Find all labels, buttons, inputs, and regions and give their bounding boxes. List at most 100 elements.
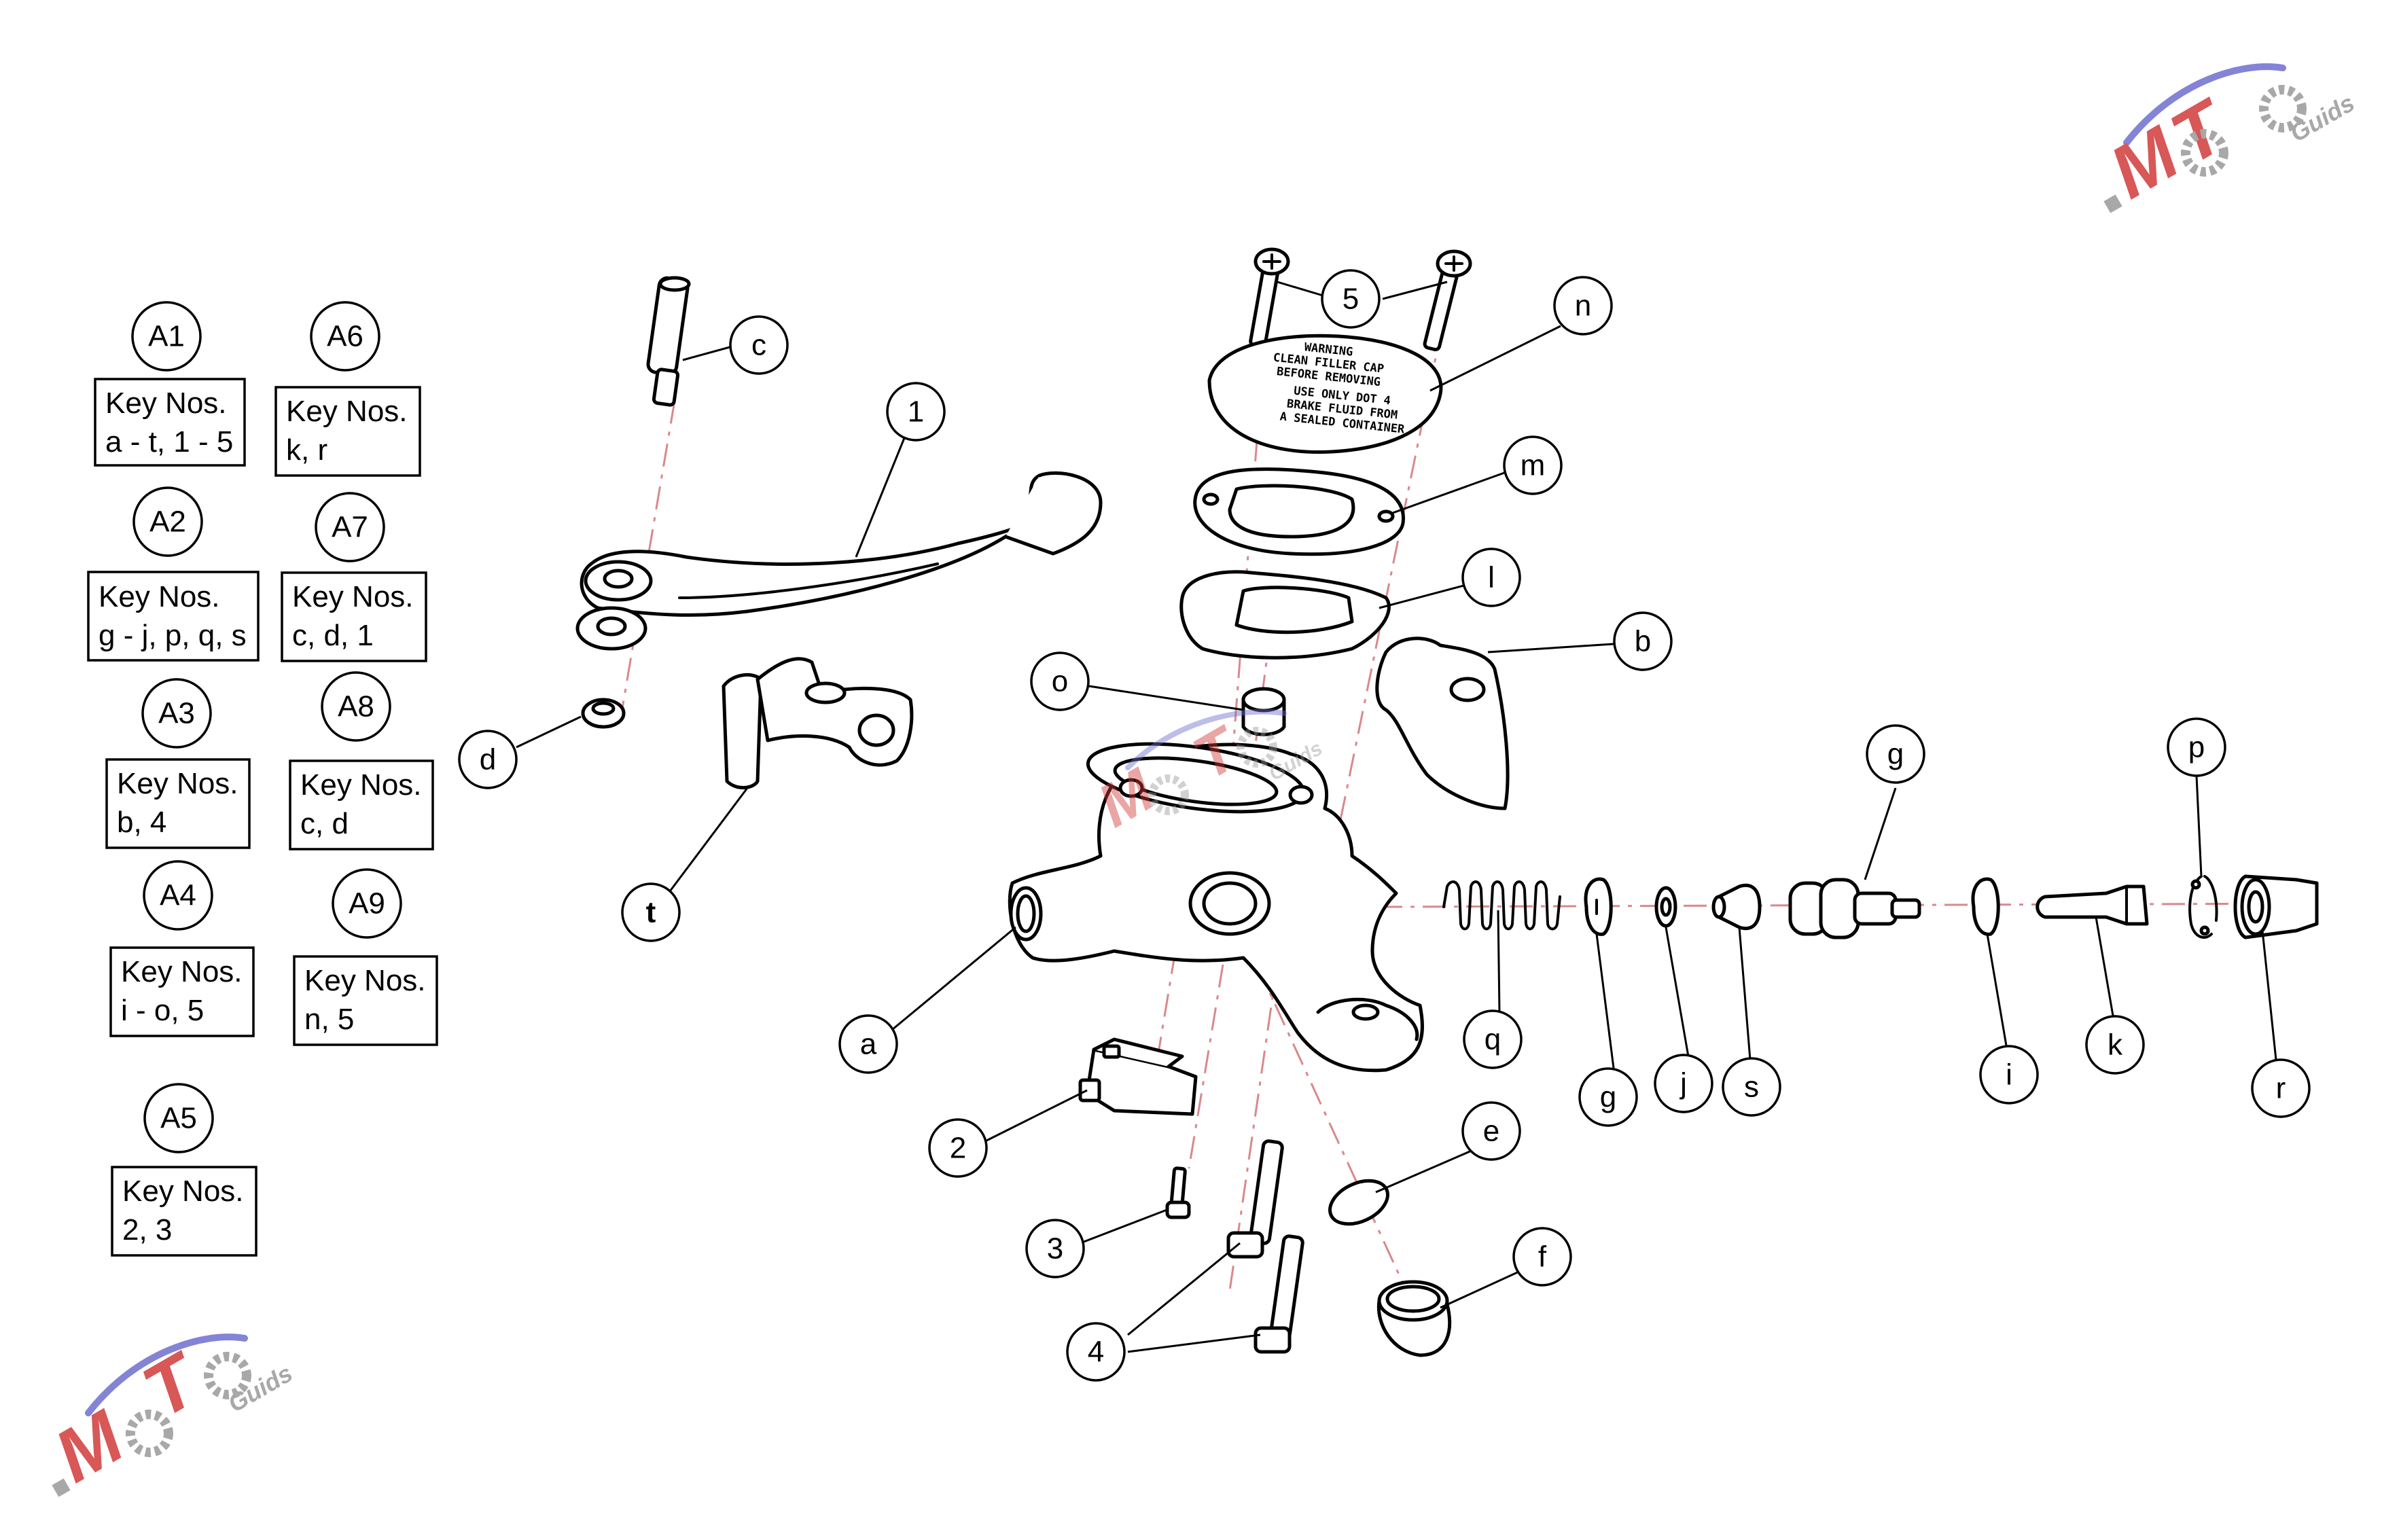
- svg-text:3: 3: [1047, 1232, 1063, 1266]
- svg-text:p: p: [2188, 731, 2205, 764]
- legend-entry-a7: A7 Key Nos. c, d, 1: [281, 492, 427, 662]
- svg-text:o: o: [1052, 665, 1068, 698]
- svg-text:j: j: [1679, 1067, 1687, 1100]
- callout-3: 3: [1025, 1219, 1085, 1278]
- svg-text:g: g: [1887, 738, 1904, 771]
- callout-l: l: [1461, 548, 1521, 607]
- legend-keys: n, 5: [304, 1003, 354, 1036]
- part-q-spring: [1442, 880, 1561, 931]
- legend-keys: c, d: [300, 807, 349, 840]
- callout-r: r: [2251, 1058, 2311, 1118]
- part-k-push-rod: [2036, 884, 2149, 926]
- part-p-circlip: [2188, 875, 2218, 939]
- part-j-washer: [1654, 886, 1677, 928]
- callout-a: a: [838, 1014, 898, 1074]
- legend-key-label: Key Nos.: [117, 767, 238, 800]
- legend-id: A3: [158, 697, 195, 730]
- svg-text:4: 4: [1088, 1336, 1104, 1369]
- callout-h: g: [1578, 1067, 1638, 1127]
- callout-m: m: [1503, 435, 1563, 495]
- part-i-cup: [1971, 877, 2000, 936]
- part-m-diaphragm-plate: [1193, 467, 1406, 556]
- legend-keys: g - j, p, q, s: [99, 619, 247, 652]
- legend-id: A7: [332, 511, 368, 544]
- legend-keys: i - o, 5: [121, 994, 204, 1027]
- svg-text:c: c: [751, 329, 766, 362]
- legend-key-label: Key Nos.: [292, 580, 414, 613]
- part-3-small-screw: [1165, 1166, 1191, 1219]
- watermark-logo-bottom-left: M T Guids: [41, 1333, 297, 1499]
- legend-keys: a - t, 1 - 5: [105, 425, 233, 459]
- part-n-reservoir-cap: WARNING CLEAN FILLER CAP BEFORE REMOVING…: [1207, 334, 1443, 454]
- callout-p: p: [2167, 717, 2226, 777]
- legend-key-label: Key Nos.: [122, 1175, 244, 1208]
- part-d-bush: [581, 698, 626, 729]
- svg-text:n: n: [1575, 289, 1591, 323]
- svg-text:e: e: [1483, 1115, 1499, 1148]
- callouts: c 1 d t 5 n m l o b a 2 3 4 e f q g j s …: [458, 269, 2311, 1382]
- callout-d: d: [458, 730, 518, 789]
- callout-c: c: [729, 315, 789, 375]
- leader-lines: [516, 281, 2277, 1353]
- callout-n: n: [1553, 276, 1613, 336]
- legend-key-label: Key Nos.: [121, 955, 243, 988]
- svg-text:g: g: [1600, 1081, 1616, 1114]
- svg-text:t: t: [646, 896, 656, 929]
- svg-text:2: 2: [950, 1132, 966, 1165]
- part-b-switch-cover: [1375, 637, 1510, 810]
- part-h-seal-cup: [1584, 877, 1613, 936]
- callout-2: 2: [928, 1118, 988, 1178]
- part-s-seal: [1711, 883, 1762, 931]
- part-5-screws: [1249, 247, 1472, 352]
- svg-text:M: M: [41, 1394, 139, 1499]
- legend-id: A5: [160, 1102, 197, 1135]
- legend-id: A1: [148, 320, 185, 353]
- svg-text:m: m: [1521, 449, 1546, 482]
- legend-id: A8: [338, 690, 374, 723]
- svg-text:i: i: [2006, 1058, 2012, 1092]
- callout-g: g: [1866, 724, 1925, 784]
- callout-1: 1: [886, 382, 946, 442]
- legend-entry-a1: A1 Key Nos. a - t, 1 - 5: [94, 301, 246, 467]
- part-r-boot: [2233, 874, 2319, 939]
- legend-key-label: Key Nos.: [105, 387, 227, 420]
- legend-entry-a8: A8 Key Nos. c, d: [289, 671, 434, 850]
- part-1-lever: [575, 471, 1103, 651]
- svg-text:5: 5: [1343, 283, 1359, 316]
- svg-text:k: k: [2108, 1028, 2123, 1062]
- legend-entry-a5: A5 Key Nos. 2, 3: [111, 1083, 257, 1257]
- legend-id: A4: [160, 879, 196, 912]
- legend-key-label: Key Nos.: [300, 768, 422, 802]
- svg-text:d: d: [480, 743, 496, 776]
- part-c-pivot-pin: [646, 276, 691, 407]
- part-2-brake-switch: [1078, 1037, 1198, 1116]
- legend-id: A2: [149, 505, 186, 539]
- part-l-diaphragm: [1179, 570, 1391, 660]
- legend-keys: k, r: [286, 433, 327, 467]
- callout-b: b: [1613, 611, 1673, 671]
- legend-keys: b, 4: [117, 806, 166, 839]
- callout-k: k: [2085, 1015, 2145, 1075]
- part-4-bolts: [1226, 1139, 1304, 1354]
- part-a-master-cylinder-body: [1008, 742, 1424, 1073]
- legend-entry-a4: A4 Key Nos. i - o, 5: [109, 860, 255, 1037]
- callout-q: q: [1463, 1009, 1523, 1069]
- svg-text:a: a: [860, 1028, 877, 1061]
- legend-entry-a6: A6 Key Nos. k, r: [274, 301, 421, 477]
- legend-entry-a2: A2 Key Nos. g - j, p, q, s: [87, 486, 260, 662]
- callout-f: f: [1512, 1227, 1572, 1287]
- legend-key-label: Key Nos.: [286, 395, 408, 428]
- part-e-o-ring: [1328, 1179, 1389, 1226]
- svg-text:l: l: [1488, 561, 1495, 594]
- watermark-logo-top-right: M T Guids: [2097, 63, 2359, 215]
- svg-text:f: f: [1538, 1240, 1547, 1274]
- legend-id: A9: [349, 887, 385, 920]
- callout-i: i: [1979, 1045, 2039, 1105]
- legend-id: A6: [327, 320, 363, 353]
- legend-key-label: Key Nos.: [99, 580, 220, 613]
- legend-entry-a9: A9 Key Nos. n, 5: [293, 868, 438, 1046]
- legend-entry-a3: A3 Key Nos. b, 4: [105, 678, 251, 849]
- cap-warning-text: WARNING CLEAN FILLER CAP BEFORE REMOVING…: [1273, 340, 1406, 436]
- svg-text:s: s: [1744, 1071, 1759, 1104]
